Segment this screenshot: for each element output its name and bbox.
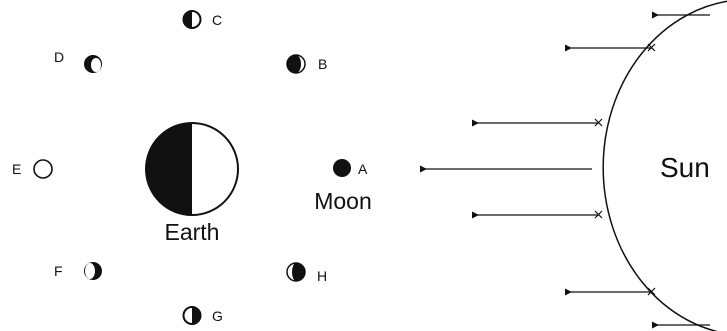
label-h: H [317,268,327,284]
earth [145,122,239,216]
moon-a [333,159,351,177]
moon-d [84,55,102,73]
label-d: D [54,49,64,65]
surface-marks [594,43,656,296]
earth-label: Earth [165,219,220,245]
moon-b [286,54,306,74]
label-b: B [318,56,327,72]
label-c: C [212,12,222,28]
label-a: A [358,161,368,177]
moon-h [286,262,306,282]
moon-e [33,159,53,179]
label-e: E [12,161,21,177]
sun-label: Sun [660,152,710,183]
moon-g [182,306,202,325]
sun-edge [602,0,727,331]
moon-f [84,262,102,280]
moon-label: Moon [314,188,372,214]
label-g: G [212,308,223,324]
moon-c [182,10,202,29]
sunlight-rays [420,11,710,329]
label-f: F [54,263,63,279]
